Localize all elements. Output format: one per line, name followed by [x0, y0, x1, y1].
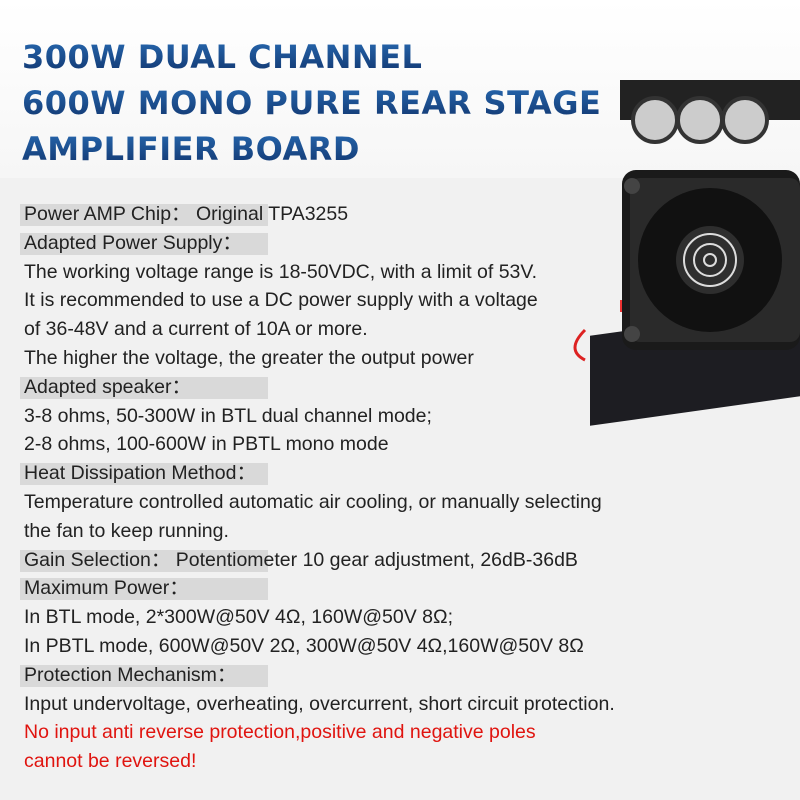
- spec-label: Adapted speaker：: [24, 375, 191, 398]
- spec-text: 2-8 ohms, 100-600W in PBTL mono mode: [24, 433, 389, 456]
- spec-text: Temperature controlled automatic air coo…: [24, 490, 602, 513]
- spec-line: 3-8 ohms, 50-300W in BTL dual channel mo…: [24, 402, 615, 431]
- product-title: 300W DUAL CHANNEL 600W MONO PURE REAR ST…: [22, 34, 601, 172]
- spec-label: Heat Dissipation Method：: [24, 462, 256, 485]
- spec-line: Temperature controlled automatic air coo…: [24, 488, 615, 517]
- spec-line: The working voltage range is 18-50VDC, w…: [24, 258, 615, 287]
- spec-label: Gain Selection：: [24, 548, 171, 571]
- title-line: AMPLIFIER BOARD: [22, 126, 601, 172]
- spec-text: In BTL mode, 2*300W@50V 4Ω, 160W@50V 8Ω;: [24, 606, 453, 629]
- spec-line: 2-8 ohms, 100-600W in PBTL mono mode: [24, 430, 615, 459]
- spec-line: Maximum Power：: [20, 574, 615, 603]
- spec-text: The higher the voltage, the greater the …: [24, 346, 474, 369]
- spec-line: In BTL mode, 2*300W@50V 4Ω, 160W@50V 8Ω;: [24, 603, 615, 632]
- spec-line: of 36-48V and a current of 10A or more.: [24, 315, 615, 344]
- spec-line: the fan to keep running.: [24, 517, 615, 546]
- spec-line: Input undervoltage, overheating, overcur…: [24, 690, 615, 719]
- spec-value: Potentiometer 10 gear adjustment, 26dB-3…: [170, 548, 578, 571]
- spec-line: Protection Mechanism：: [20, 661, 615, 690]
- spec-line: The higher the voltage, the greater the …: [24, 344, 615, 373]
- spec-line: No input anti reverse protection,positiv…: [24, 718, 615, 747]
- spec-text: 3-8 ohms, 50-300W in BTL dual channel mo…: [24, 404, 432, 427]
- spec-label: Maximum Power：: [24, 577, 189, 600]
- spec-label: Protection Mechanism：: [24, 663, 237, 686]
- warning-text: cannot be reversed!: [24, 750, 197, 773]
- spec-line: Gain Selection： Potentiometer 10 gear ad…: [20, 546, 615, 575]
- spec-label: Power AMP Chip：: [24, 203, 191, 225]
- spec-line: Adapted Power Supply：: [20, 229, 615, 258]
- amplifier-board-image: [573, 80, 800, 426]
- spec-line: In PBTL mode, 600W@50V 2Ω, 300W@50V 4Ω,1…: [24, 632, 615, 661]
- spec-value: Original TPA3255: [190, 203, 349, 225]
- title-line: 300W DUAL CHANNEL: [22, 34, 601, 80]
- spec-text: The working voltage range is 18-50VDC, w…: [24, 260, 538, 283]
- spec-text: of 36-48V and a current of 10A or more.: [24, 318, 368, 341]
- spec-line: It is recommended to use a DC power supp…: [24, 286, 615, 315]
- spec-text: It is recommended to use a DC power supp…: [24, 289, 538, 312]
- spec-text: In PBTL mode, 600W@50V 2Ω, 300W@50V 4Ω,1…: [24, 634, 584, 657]
- spec-text: the fan to keep running.: [24, 519, 229, 542]
- spec-line: Adapted speaker：: [20, 373, 615, 402]
- spec-line: Heat Dissipation Method：: [20, 459, 615, 488]
- title-line: 600W MONO PURE REAR STAGE: [22, 80, 601, 126]
- warning-text: No input anti reverse protection,positiv…: [24, 721, 536, 744]
- spec-line: Power AMP Chip： Original TPA3255: [20, 200, 615, 229]
- spec-line: cannot be reversed!: [24, 747, 615, 776]
- spec-label: Adapted Power Supply：: [24, 231, 242, 254]
- spec-text: Input undervoltage, overheating, overcur…: [24, 692, 615, 715]
